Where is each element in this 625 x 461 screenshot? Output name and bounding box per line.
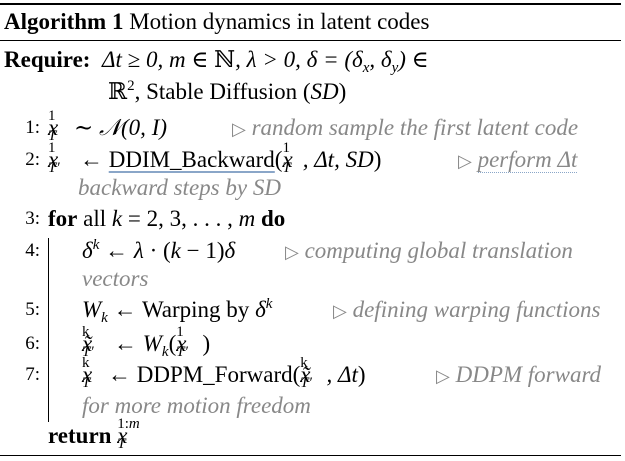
comment-1: ▷ random sample the first latent code bbox=[232, 115, 579, 140]
ddpm-forward-text: DDPM_Forward bbox=[136, 362, 293, 387]
require-params: Δt ≥ 0, m ∈ ℕ, λ > 0, δ = (δx, δy) ∈ bbox=[101, 47, 429, 76]
comment-2a: ▷ perform Δt bbox=[458, 147, 578, 173]
line-number-3: 3: bbox=[25, 208, 40, 229]
require-line: Require: Δt ≥ 0, m ∈ ℕ, λ > 0, δ = (δx, … bbox=[4, 46, 429, 76]
line-number-6: 6: bbox=[25, 333, 40, 354]
comment-2b: backward steps by SD bbox=[78, 175, 281, 200]
loop-bar bbox=[48, 238, 49, 422]
bottom-rule bbox=[0, 455, 621, 456]
step-4: δk ← λ · (k − 1)δ bbox=[82, 237, 236, 264]
line-number-4: 4: bbox=[25, 240, 40, 261]
comment-5: ▷ defining warping functions bbox=[333, 297, 601, 322]
line-number-7: 7: bbox=[25, 364, 40, 385]
algorithm-label: Algorithm 1 bbox=[4, 9, 124, 34]
comment-4b: vectors bbox=[82, 266, 149, 291]
top-rule bbox=[0, 3, 621, 5]
require-line-2: ℝ2, Stable Diffusion (SD) bbox=[108, 78, 347, 105]
caption-rule bbox=[0, 40, 621, 41]
algorithm-title: Motion dynamics in latent codes bbox=[129, 9, 430, 34]
ddim-backward-text: DDIM_Backward bbox=[108, 147, 275, 172]
algorithm-caption: Algorithm 1 Motion dynamics in latent co… bbox=[4, 8, 429, 36]
comment-7a: ▷ DDPM forward bbox=[436, 362, 602, 387]
comment-7b: for more motion freedom bbox=[82, 393, 311, 418]
return-keyword: return bbox=[48, 423, 112, 448]
step-5: Wk ← Warping by δk bbox=[82, 296, 273, 326]
stable-diffusion-text: Stable Diffusion bbox=[146, 79, 298, 104]
comment-4a: ▷ computing global translation bbox=[285, 238, 573, 263]
line-number-1: 1: bbox=[25, 117, 40, 138]
line-number-5: 5: bbox=[25, 299, 40, 320]
require-keyword: Require: bbox=[4, 47, 91, 72]
step-3: for all k = 2, 3, . . . , m do bbox=[48, 206, 286, 231]
line-number-2: 2: bbox=[25, 149, 40, 170]
